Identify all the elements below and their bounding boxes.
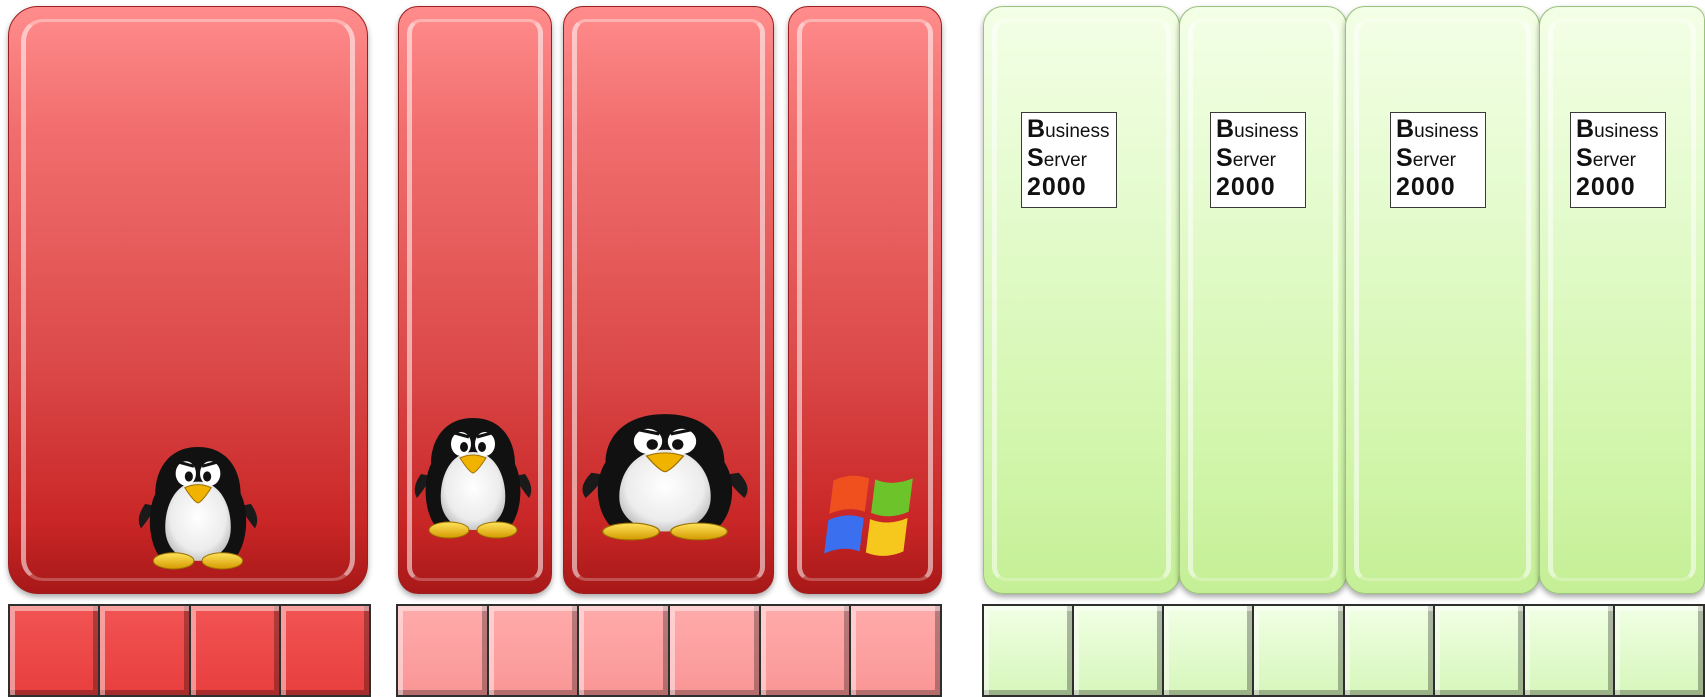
vm-host3-bs2000-3: Business Server 2000 bbox=[1345, 6, 1540, 594]
resource-block bbox=[396, 604, 489, 697]
host2-resource-blocks bbox=[396, 604, 942, 697]
resource-block bbox=[8, 604, 100, 697]
host3-resource-blocks bbox=[982, 604, 1705, 697]
business-server-logo: Business Server 2000 bbox=[1021, 112, 1117, 208]
windows-logo-icon bbox=[821, 469, 917, 565]
resource-block bbox=[1162, 604, 1254, 697]
vm-host3-bs2000-4: Business Server 2000 bbox=[1539, 6, 1705, 594]
resource-block bbox=[487, 604, 580, 697]
vm-host1-linux-large bbox=[8, 6, 368, 594]
resource-block bbox=[98, 604, 190, 697]
resource-block bbox=[982, 604, 1074, 697]
resource-block bbox=[1072, 604, 1164, 697]
vm-host3-bs2000-2: Business Server 2000 bbox=[1179, 6, 1347, 594]
resource-block bbox=[1613, 604, 1705, 697]
vm-host2-linux-2 bbox=[563, 6, 774, 594]
host1-resource-blocks bbox=[8, 604, 371, 697]
business-server-logo: Business Server 2000 bbox=[1210, 112, 1306, 208]
resource-block bbox=[279, 604, 371, 697]
linux-penguin-icon bbox=[580, 412, 750, 542]
business-server-logo: Business Server 2000 bbox=[1570, 112, 1666, 208]
resource-block bbox=[759, 604, 852, 697]
vm-host2-linux-1 bbox=[398, 6, 552, 594]
resource-block bbox=[668, 604, 761, 697]
vm-host2-windows bbox=[788, 6, 942, 594]
resource-block bbox=[577, 604, 670, 697]
linux-penguin-icon bbox=[410, 416, 536, 540]
resource-block bbox=[1523, 604, 1615, 697]
resource-block bbox=[849, 604, 942, 697]
resource-block bbox=[1252, 604, 1344, 697]
linux-penguin-icon bbox=[134, 445, 262, 571]
resource-block bbox=[189, 604, 281, 697]
vm-host3-bs2000-1: Business Server 2000 bbox=[983, 6, 1180, 594]
business-server-logo: Business Server 2000 bbox=[1390, 112, 1486, 208]
resource-block bbox=[1343, 604, 1435, 697]
resource-block bbox=[1433, 604, 1525, 697]
